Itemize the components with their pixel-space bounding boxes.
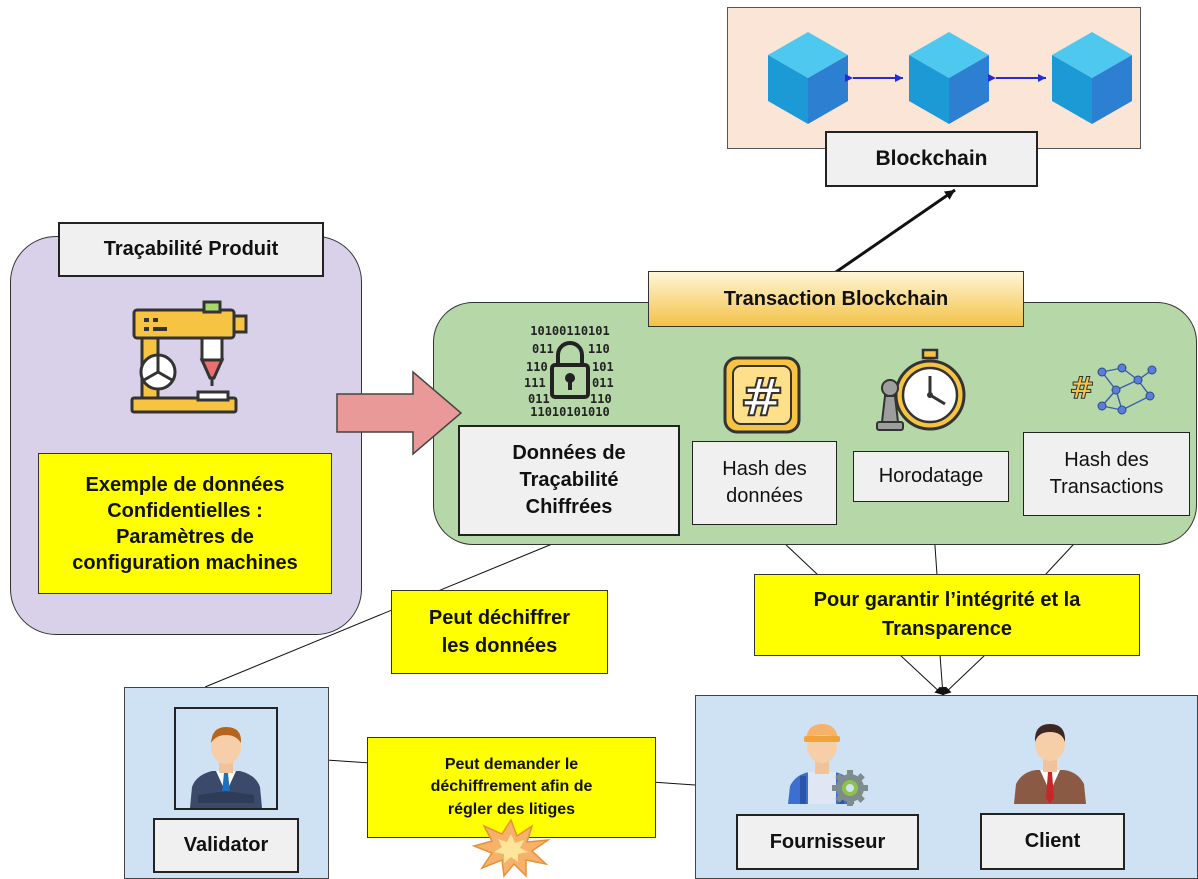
encrypted-data-line: Traçabilité [519,469,619,491]
arrow-purpose-left [899,654,944,696]
transaction-title: Transaction Blockchain [648,271,1024,327]
gear-icon [832,770,868,806]
hash-icon: # [723,356,801,434]
blockchain-cubes [768,32,1132,124]
svg-text:111: 111 [524,376,546,390]
blockchain-label: Blockchain [825,131,1038,187]
block-cube-icon [768,32,848,124]
confidential-data-note: Exemple de données Confidentielles : Par… [38,453,332,594]
svg-text:10100110101: 10100110101 [530,324,609,338]
dispute-note-line: Peut demander le [444,755,579,773]
svg-text:011: 011 [528,392,550,406]
client-label: Client [980,813,1125,870]
alert-burst-icon [471,818,551,878]
transactions-hash-line: Hash des [1064,449,1149,471]
svg-text:101: 101 [592,360,614,374]
svg-text:011: 011 [592,376,614,390]
data-hash-line: données [726,485,803,507]
data-hash-line: Hash des [722,458,807,480]
confidential-note-line: Paramètres de [116,525,254,548]
svg-text:110: 110 [590,392,612,406]
encrypted-traceability-data: Données de Traçabilité Chiffrées [458,425,680,536]
decrypt-note-line: les données [441,635,558,657]
supplier-label: Fournisseur [736,814,919,870]
confidential-note-line: configuration machines [72,551,298,574]
transactions-hash-line: Transactions [1049,476,1164,498]
integrity-note-line: Pour garantir l’intégrité et la [813,589,1081,611]
confidential-note-line: Confidentielles : [107,499,263,522]
arrow-purpose-right [942,654,986,696]
encrypted-data-line: Données de [512,442,626,464]
confidential-note-line: Exemple de données [85,473,285,496]
tracabilite-title: Traçabilité Produit [58,222,324,277]
validator-label: Validator [153,818,299,873]
flow-arrow [336,370,463,456]
timestamp: Horodatage [853,451,1009,502]
machine-icon [130,300,248,414]
businessman-avatar-icon [190,727,262,808]
encrypted-data-line: Chiffrées [525,496,613,518]
dispute-note-line: déchiffrement afin de [430,778,593,796]
block-cube-icon [1052,32,1132,124]
encrypted-lock-icon: 10100110101 011 110 110 101 111 011 011 … [524,324,614,419]
transactions-hash: Hash des Transactions [1023,432,1190,516]
svg-text:#: # [740,368,784,428]
svg-text:11010101010: 11010101010 [530,405,609,419]
data-hash: Hash des données [692,441,837,525]
blockchain-panel [727,7,1141,149]
svg-text:110: 110 [588,342,610,356]
arrow-validator-to-data [204,534,575,688]
decrypt-note: Peut déchiffrer les données [391,590,608,674]
integrity-note-line: Transparence [881,618,1013,640]
supplier-worker-icon [788,724,868,806]
validator-avatar-frame [174,707,278,810]
block-cube-icon [909,32,989,124]
arrow-to-blockchain [835,188,956,274]
timestamp-stopwatch-icon [876,348,966,431]
hash-network-icon: # [1069,363,1157,415]
client-businessman-icon [1014,724,1086,804]
svg-text:110: 110 [526,360,548,374]
pawn-icon [876,379,904,431]
svg-text:011: 011 [532,342,554,356]
integrity-transparency-note: Pour garantir l’intégrité et la Transpar… [754,574,1140,656]
dispute-note-line: régler des litiges [447,800,576,818]
arrow-purpose-mid [938,654,947,696]
svg-text:#: # [1069,371,1094,406]
decrypt-note-line: Peut déchiffrer [428,607,571,629]
